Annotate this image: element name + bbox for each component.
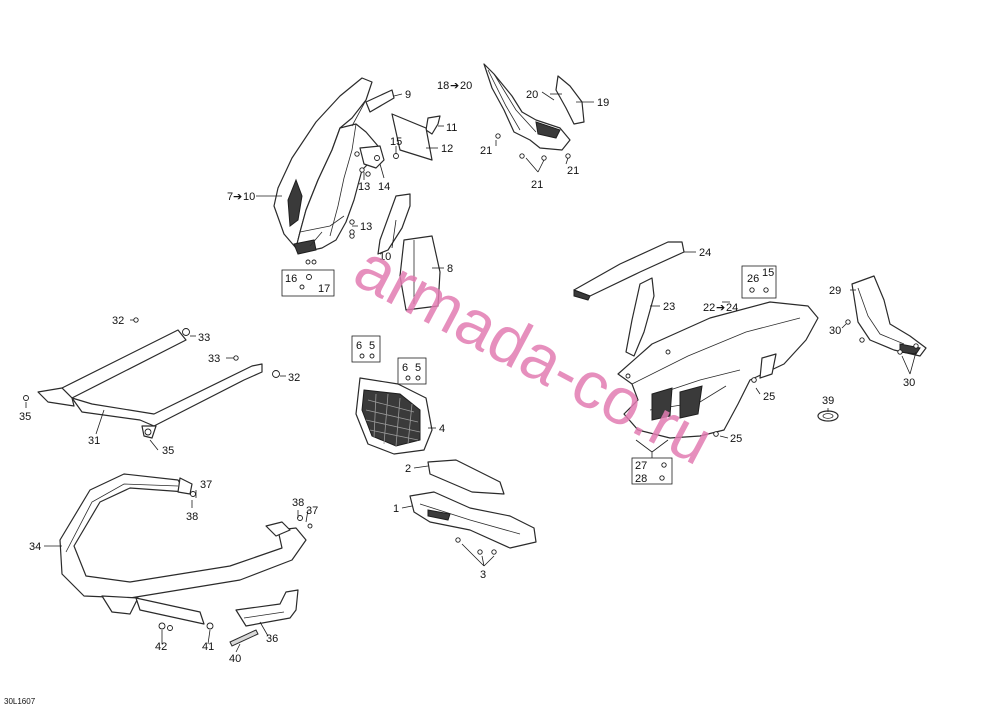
callout-10-upper: 10 — [243, 191, 255, 203]
fastener-group-21 — [495, 133, 571, 161]
bracket-19 — [555, 75, 585, 125]
callout-37-right: 37 — [306, 505, 318, 517]
callout-41: 41 — [202, 641, 214, 653]
callout-30-left: 30 — [829, 325, 841, 337]
callout-33-right: 33 — [198, 332, 210, 344]
lower-panel-2 — [427, 459, 505, 495]
callout-25-upper: 25 — [763, 391, 775, 403]
callout-25-lower: 25 — [730, 433, 742, 445]
fastener-box-6-5-left — [351, 335, 381, 363]
callout-17: 17 — [318, 283, 330, 295]
callout-15-right: 15 — [762, 267, 774, 279]
callout-26: 26 — [747, 273, 759, 285]
callout-21-right: 21 — [567, 165, 579, 177]
callout-12: 12 — [441, 143, 453, 155]
fastener-group-30 — [845, 319, 919, 355]
callout-13-lower: 13 — [360, 221, 372, 233]
fastener-box-26-15 — [741, 265, 777, 299]
callout-6-left: 6 — [356, 340, 362, 352]
callout-13-upper: 13 — [358, 181, 370, 193]
grommet-39 — [817, 410, 839, 422]
callout-29: 29 — [829, 285, 841, 297]
callout-2: 2 — [405, 463, 411, 475]
callout-31: 31 — [88, 435, 100, 447]
callout-11: 11 — [446, 122, 457, 134]
callout-14: 14 — [378, 181, 390, 193]
rear-bracket-29 — [851, 275, 927, 357]
arrow-18-20: ➔ — [450, 79, 459, 92]
callout-27: 27 — [635, 460, 647, 472]
callout-1: 1 — [393, 503, 399, 515]
callout-3: 3 — [480, 569, 486, 581]
callout-20: 20 — [526, 89, 538, 101]
arrow-7-10: ➔ — [233, 190, 242, 203]
callout-30-bottom: 30 — [903, 377, 915, 389]
callout-39: 39 — [822, 395, 834, 407]
callout-5-right: 5 — [415, 362, 421, 374]
callout-22: 22 — [703, 302, 715, 314]
front-bumper-34 — [59, 473, 313, 625]
fastener-box-27-28 — [631, 457, 673, 485]
callout-35-left: 35 — [19, 411, 31, 423]
callout-19: 19 — [597, 97, 609, 109]
top-strip-24 — [573, 241, 685, 301]
arrow-22-24: ➔ — [716, 301, 725, 314]
callout-24-upper: 24 — [699, 247, 711, 259]
vertical-panel-23 — [625, 277, 655, 357]
callout-10-lower: 10 — [379, 251, 391, 263]
fastener-group-3 — [455, 537, 497, 555]
front-nose-panel — [273, 77, 385, 255]
callout-6-right: 6 — [402, 362, 408, 374]
callout-28: 28 — [635, 473, 647, 485]
callout-36: 36 — [266, 633, 278, 645]
leader-lines — [25, 93, 917, 653]
skid-plate-1 — [409, 491, 537, 549]
callout-40: 40 — [229, 653, 241, 665]
callout-9: 9 — [405, 89, 411, 101]
callout-7: 7 — [227, 191, 233, 203]
reference-code: 30L1607 — [4, 697, 36, 706]
decal-9 — [365, 89, 395, 113]
callout-32-right: 32 — [288, 372, 300, 384]
callout-24-lower: 24 — [726, 302, 738, 314]
fastener-group-13-14-15 — [349, 153, 399, 235]
callout-5-left: 5 — [369, 340, 375, 352]
cover-panel-8 — [399, 235, 441, 311]
clip-20 — [541, 91, 555, 101]
callout-16: 16 — [285, 273, 297, 285]
callout-38-left: 38 — [186, 511, 198, 523]
callout-21-bottom: 21 — [531, 179, 543, 191]
support-bar-31 — [23, 317, 280, 439]
side-strip-panel-10 — [377, 193, 411, 255]
callout-labels: 9 11 12 15 13 14 13 7 ➔ 10 10 8 16 17 18… — [19, 79, 915, 665]
callout-33-left: 33 — [208, 353, 220, 365]
callout-42: 42 — [155, 641, 167, 653]
callout-38-right: 38 — [292, 497, 304, 509]
callout-20-upper: 20 — [460, 80, 472, 92]
callout-37-left: 37 — [200, 479, 212, 491]
callout-23: 23 — [663, 301, 675, 313]
decal-12 — [391, 113, 433, 161]
air-intake-grille-4 — [355, 377, 433, 455]
side-panel-22-24 — [617, 301, 819, 439]
decal-11 — [425, 115, 441, 135]
callout-35-right: 35 — [162, 445, 174, 457]
callout-32-left: 32 — [112, 315, 124, 327]
fastener-box-16-17 — [281, 259, 335, 297]
callout-21-left: 21 — [480, 145, 492, 157]
mounting-bracket-36 — [235, 589, 299, 627]
callout-18: 18 — [437, 80, 449, 92]
fastener-box-6-5-right — [397, 357, 427, 385]
hardware-group-40-41-42 — [158, 622, 259, 647]
callout-8: 8 — [447, 263, 453, 275]
upper-bracket-18-20 — [483, 63, 571, 151]
callout-34: 34 — [29, 541, 41, 553]
callout-15-upper: 15 — [390, 136, 402, 148]
callout-4: 4 — [439, 423, 445, 435]
